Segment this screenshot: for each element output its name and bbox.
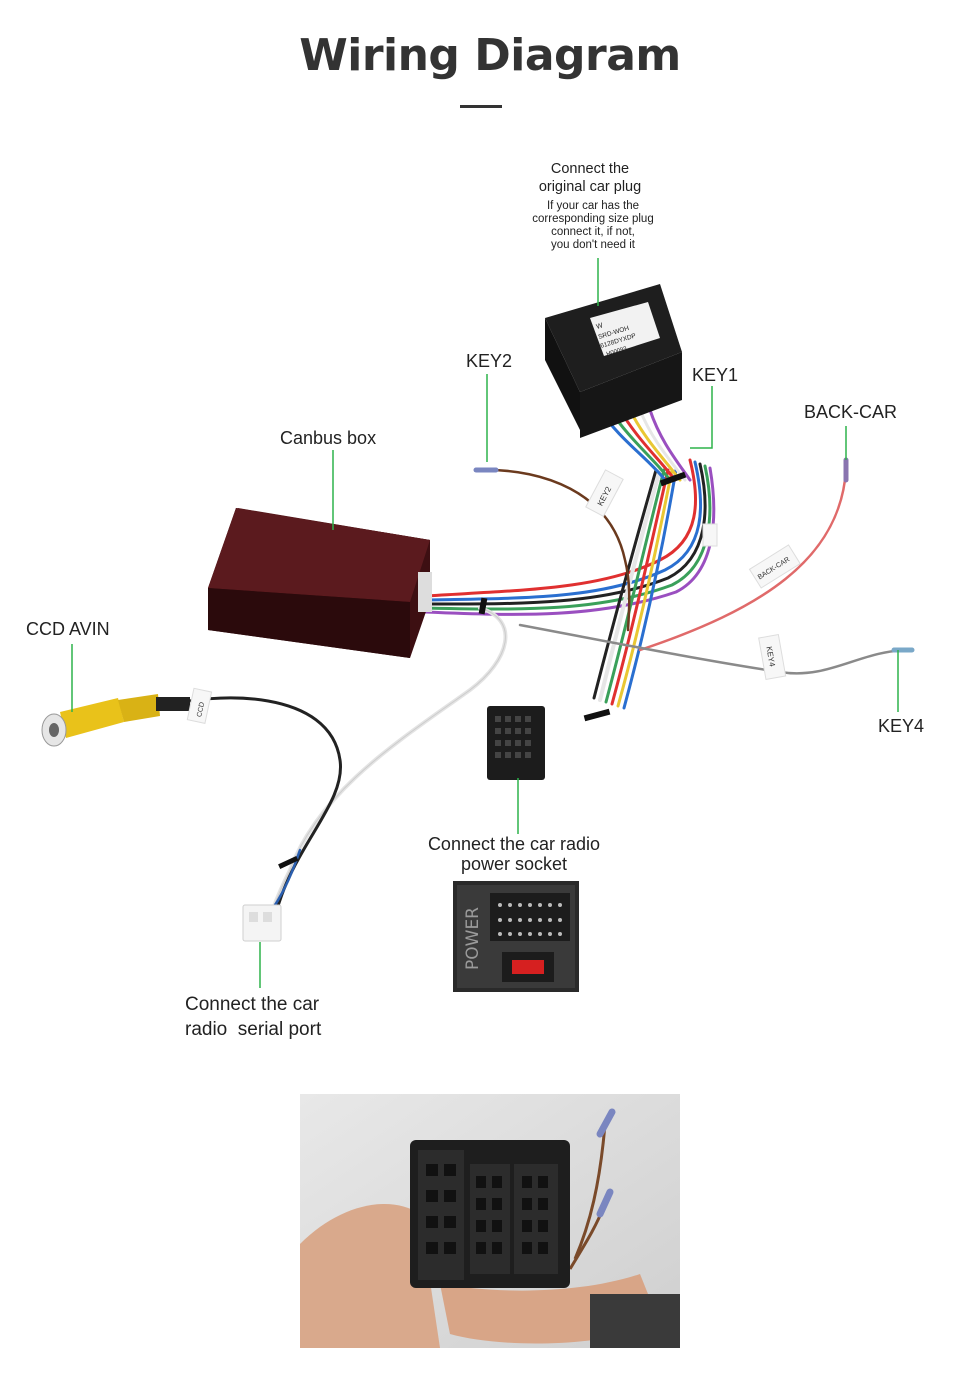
label-key2: KEY2 [466, 351, 513, 371]
serial-port-connector [242, 904, 282, 942]
plug-tag-text: W [596, 322, 605, 331]
power-connector [487, 706, 545, 780]
cable-ties [278, 471, 687, 869]
original-car-plug: W SRD-WOH 6128DYXDP H00093 [545, 284, 682, 438]
wire-bundle [153, 408, 912, 927]
page-title: Wiring Diagram [299, 30, 681, 81]
wire-tips [473, 457, 915, 653]
label-serial-port: Connect the car radio serial port [185, 994, 322, 1040]
rca-connector [41, 694, 190, 747]
hand-thumb [300, 1204, 440, 1348]
label-back-car: BACK-CAR [804, 402, 898, 422]
label-ccd-avin: CCD AVIN [26, 619, 110, 639]
label-power-socket: Connect the car radio power socket [427, 834, 601, 874]
power-socket-photo: POWER [453, 881, 579, 992]
title-underline [460, 105, 502, 108]
svg-text:KEY4: KEY4 [764, 646, 777, 668]
label-original-plug-note: If your car has the corresponding size p… [532, 200, 654, 251]
label-canbus-box: Canbus box [280, 428, 377, 448]
connector-photo [300, 1094, 680, 1348]
wire-tags: KEY2 BACK-CAR KEY4 CCD [186, 469, 801, 724]
svg-text:CCD: CCD [196, 702, 206, 718]
leader-lines [71, 258, 899, 988]
label-key4: KEY4 [878, 716, 925, 736]
canbus-box [208, 508, 432, 658]
label-original-plug: Connect the original car plug [538, 161, 642, 195]
label-key1: KEY1 [692, 365, 739, 385]
power-panel-text: POWER [463, 907, 483, 970]
